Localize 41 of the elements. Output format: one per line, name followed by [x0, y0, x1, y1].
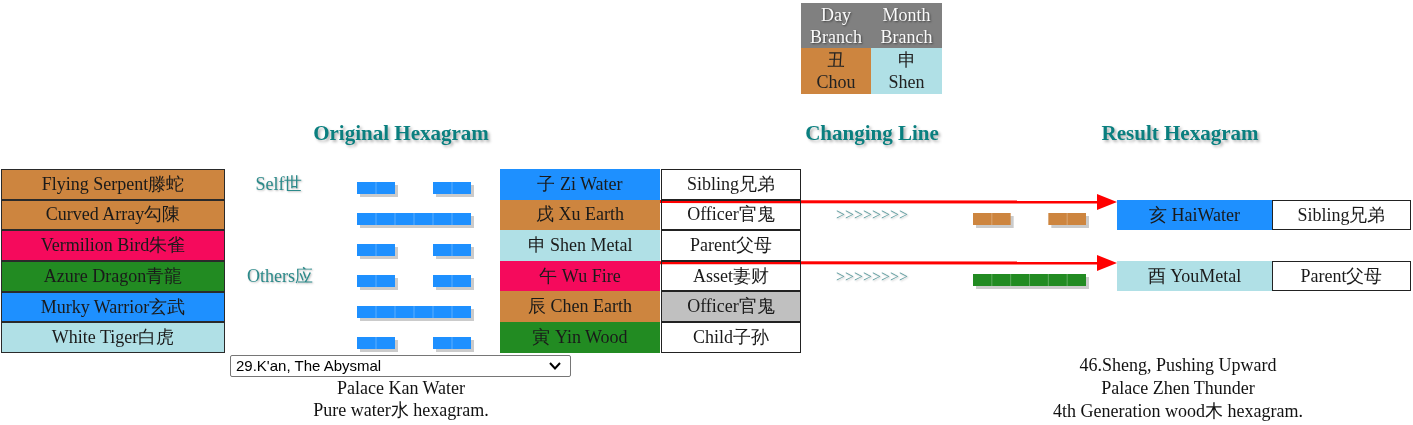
- table-cell: Sibling兄弟: [1272, 200, 1411, 230]
- section-heading: Result Hexagram: [1101, 120, 1259, 146]
- arrow-text: >>>>>>>>: [835, 205, 909, 225]
- section-heading: Changing Line: [805, 120, 939, 146]
- caption-text: 4th Generation wood木 hexagram.: [1053, 400, 1303, 422]
- section-heading: Original Hexagram: [313, 120, 489, 146]
- table-cell: 午 Wu Fire: [500, 260, 660, 292]
- table-cell: Sibling兄弟: [661, 169, 801, 200]
- table-cell: Curved Array勾陳: [1, 199, 225, 231]
- header-cell: Day Branch: [801, 3, 871, 48]
- table-cell: 申 Shen Metal: [500, 230, 660, 261]
- table-cell: 子 Zi Water: [500, 169, 660, 200]
- table-cell: Azure Dragon青龍: [1, 261, 225, 292]
- dropdown: 29.K'an, The Abysmal: [230, 355, 571, 377]
- arrow-text: >>>>>>>>: [835, 267, 909, 287]
- table-cell: White Tiger白虎: [1, 322, 225, 353]
- arrow: [660, 194, 1117, 210]
- table-cell: Flying Serpent滕蛇: [1, 169, 225, 200]
- table-cell: 丑 Chou: [801, 48, 871, 94]
- table-cell: 戌 Xu Earth: [500, 199, 660, 231]
- caption-text: 46.Sheng, Pushing Upward: [1079, 354, 1277, 376]
- table-cell: 酉 YouMetal: [1117, 261, 1272, 291]
- position-label: Self世: [255, 173, 303, 195]
- caption-text: Palace Kan Water: [336, 377, 466, 399]
- table-cell: Vermilion Bird朱雀: [1, 230, 225, 261]
- table-cell: Officer官鬼: [661, 291, 801, 322]
- table-cell: Officer官鬼: [661, 199, 801, 231]
- table-cell: Parent父母: [1272, 261, 1411, 291]
- table-cell: Child子孙: [661, 322, 801, 353]
- position-label: Others应: [247, 265, 313, 287]
- caption-text: Palace Zhen Thunder: [1101, 377, 1255, 399]
- arrow: [660, 255, 1117, 271]
- table-cell: Asset妻财: [661, 260, 801, 292]
- table-cell: 寅 Yin Wood: [500, 322, 660, 353]
- caption-text: Pure water水 hexagram.: [313, 399, 489, 421]
- header-cell: Month Branch: [871, 3, 942, 48]
- table-cell: 亥 HaiWater: [1117, 200, 1272, 230]
- table-cell: Parent父母: [661, 230, 801, 261]
- table-cell: 申 Shen: [871, 48, 942, 94]
- table-cell: 辰 Chen Earth: [500, 291, 660, 322]
- table-cell: Murky Warrior玄武: [1, 291, 225, 323]
